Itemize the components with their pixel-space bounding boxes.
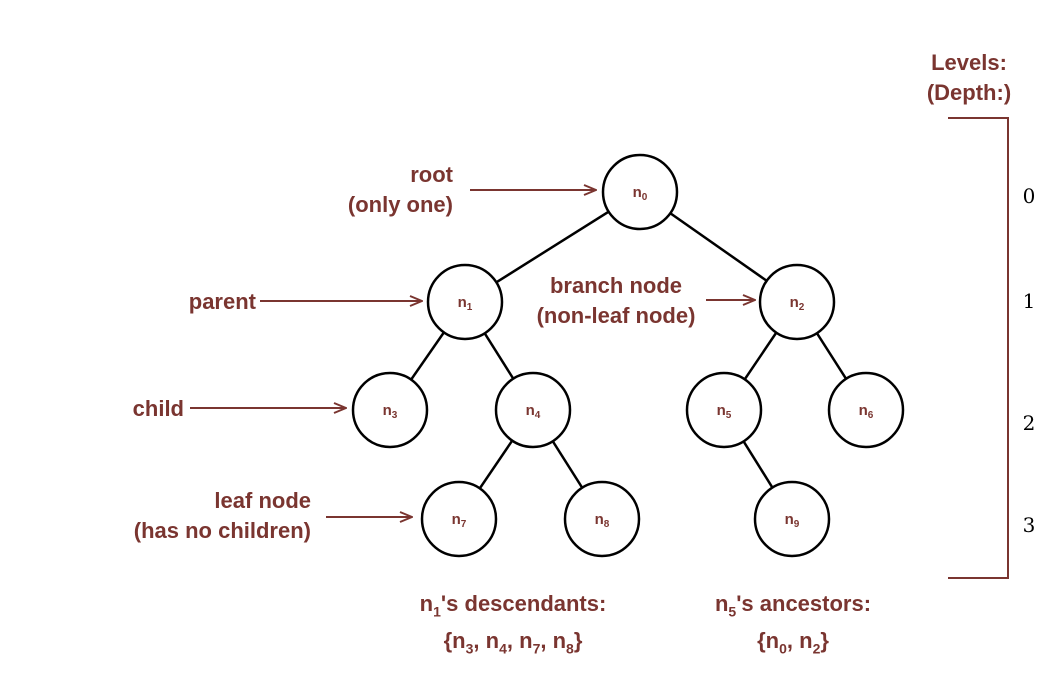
node-circle-n6 — [827, 371, 905, 449]
root-label-line2: (only one) — [347, 192, 453, 217]
node-label-n1: n1 — [458, 294, 473, 313]
level-0: 0 — [1022, 184, 1036, 208]
node-label-n7: n7 — [452, 511, 467, 530]
node-circle-n1 — [426, 263, 504, 341]
parent-label: parent — [189, 287, 256, 317]
node-circle-n0 — [601, 153, 679, 231]
descendant-item-2: n7 — [519, 628, 541, 657]
node-label-n0: n0 — [633, 184, 648, 203]
node-n1: n1 — [426, 263, 504, 341]
descendants-caption: n1's descendants: {n3, n4, n7, n8} — [380, 589, 646, 664]
level-3: 3 — [1022, 513, 1036, 537]
root-label: root (only one) — [348, 160, 453, 220]
node-label-n8: n8 — [595, 511, 610, 530]
node-n7: n7 — [420, 480, 498, 558]
branch-label-line2: (non-leaf node) — [536, 303, 696, 328]
node-label-n2: n2 — [790, 294, 805, 313]
node-label-n3: n3 — [383, 402, 398, 421]
descendant-item-3: n8 — [552, 628, 574, 657]
branch-label-line1: branch node — [549, 273, 682, 298]
leaf-label-line1: leaf node — [214, 488, 311, 513]
node-circle-n9 — [753, 480, 831, 558]
levels-title-line2: (Depth:) — [926, 80, 1012, 105]
levels-title: Levels: (Depth:) — [906, 48, 1032, 108]
node-circle-n5 — [685, 371, 763, 449]
level-2: 2 — [1022, 411, 1036, 435]
node-n2: n2 — [758, 263, 836, 341]
node-label-n9: n9 — [785, 511, 800, 530]
node-n4: n4 — [494, 371, 572, 449]
child-label: child — [133, 394, 184, 424]
node-circle-n8 — [563, 480, 641, 558]
root-label-line1: root — [410, 162, 453, 187]
node-label-n6: n6 — [859, 402, 874, 421]
levels-bracket — [948, 117, 1009, 579]
node-n5: n5 — [685, 371, 763, 449]
node-label-n5: n5 — [717, 402, 732, 421]
ancestors-title: n5's ancestors: — [714, 591, 872, 620]
node-n6: n6 — [827, 371, 905, 449]
node-circle-n2 — [758, 263, 836, 341]
parent-label-line1: parent — [188, 289, 256, 314]
descendants-title: n1's descendants: — [419, 591, 607, 620]
ancestor-item-1: n2 — [799, 628, 821, 657]
node-n3: n3 — [351, 371, 429, 449]
leaf-label: leaf node (has no children) — [134, 486, 311, 546]
descendant-item-1: n4 — [485, 628, 507, 657]
ancestor-item-0: n0 — [765, 628, 787, 657]
leaf-label-line2: (has no children) — [133, 518, 311, 543]
node-n9: n9 — [753, 480, 831, 558]
node-n0: n0 — [601, 153, 679, 231]
ancestors-list: {n0, n2} — [757, 628, 829, 657]
ancestors-caption: n5's ancestors: {n0, n2} — [680, 589, 906, 664]
node-label-n4: n4 — [526, 402, 541, 421]
node-circle-n3 — [351, 371, 429, 449]
descendants-list: {n3, n4, n7, n8} — [443, 628, 583, 657]
branch-label: branch node (non-leaf node) — [525, 271, 707, 331]
descendant-item-0: n3 — [452, 628, 474, 657]
levels-title-line1: Levels: — [931, 50, 1007, 75]
node-n8: n8 — [563, 480, 641, 558]
child-label-line1: child — [132, 396, 184, 421]
node-circle-n4 — [494, 371, 572, 449]
node-circle-n7 — [420, 480, 498, 558]
level-1: 1 — [1022, 289, 1036, 313]
